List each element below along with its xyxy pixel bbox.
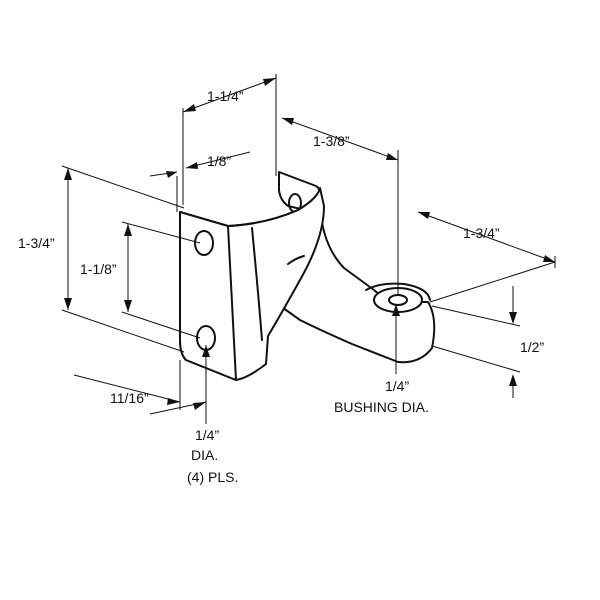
bracket-part [179,171,436,381]
dimension-lines [61,74,556,424]
dim-edge-distance: 11/16” [110,390,149,406]
shadow-mark [287,255,305,265]
arm-top-edge [365,282,431,301]
channel-fold-line [251,227,263,341]
dim-hole-spacing: 1-1/8” [80,261,117,277]
dim-arm-length: 1-3/4” [463,225,500,241]
dim-height: 1-3/4” [18,235,55,251]
bushing-label: BUSHING DIA. [334,399,429,415]
hole-label: DIA. [191,447,218,463]
dim-width-top: 1-1/4” [207,88,244,104]
dim-flange: 1/8” [207,153,231,169]
front-flange [179,211,237,381]
bushing-size: 1/4” [385,378,409,394]
dim-offset: 1-3/8” [313,133,350,149]
dim-arm-thickness: 1/2” [520,339,544,355]
hole-count: (4) PLS. [187,469,238,485]
front-hole-top [194,230,214,256]
hole-size: 1/4” [195,427,219,443]
bushing-hole [388,294,408,306]
channel-inner-curve [227,209,299,227]
